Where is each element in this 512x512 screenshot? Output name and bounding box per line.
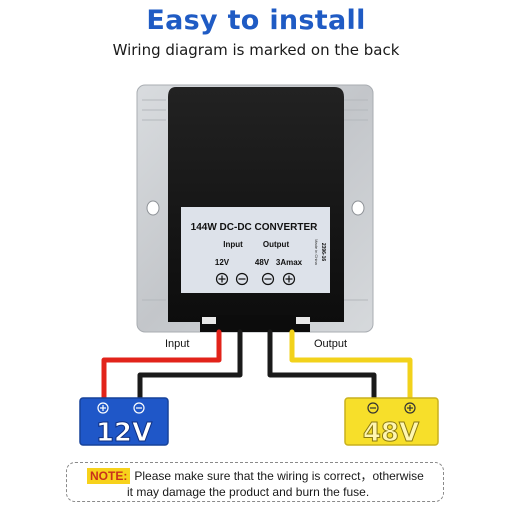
battery-12v-minus-icon bbox=[133, 402, 145, 414]
label-output-current: 3Amax bbox=[276, 258, 303, 267]
battery-48v-minus-icon bbox=[367, 402, 379, 414]
battery-12v-label: 12V bbox=[96, 418, 152, 448]
label-input-heading: Input bbox=[223, 240, 243, 249]
battery-12v-plus-icon bbox=[97, 402, 109, 414]
battery-12v bbox=[79, 397, 169, 446]
label-plus-icon bbox=[215, 272, 229, 286]
cable-gland bbox=[200, 315, 310, 332]
mounting-hole-right bbox=[351, 200, 365, 216]
label-output-voltage: 48V bbox=[255, 258, 270, 267]
label-input-voltage: 12V bbox=[215, 258, 230, 267]
wire-input-label: Input bbox=[165, 338, 189, 350]
wire-output-negative bbox=[267, 329, 377, 401]
page-title: Easy to install bbox=[146, 5, 366, 36]
mounting-hole-left bbox=[146, 200, 160, 216]
wire-input-negative bbox=[137, 329, 243, 401]
wires bbox=[101, 329, 413, 401]
label-side-code: 2396-16 bbox=[320, 243, 326, 262]
label-plus-icon bbox=[282, 272, 296, 286]
label-minus-icon bbox=[235, 272, 249, 286]
note-line-2: it may damage the product and burn the f… bbox=[127, 485, 370, 499]
note-box: NOTE:Please make sure that the wiring is… bbox=[66, 462, 444, 502]
label-title: 144W DC-DC CONVERTER bbox=[191, 222, 318, 233]
label-side-text: Made in China bbox=[314, 239, 319, 266]
battery-48v-label: 48V bbox=[363, 418, 419, 448]
label-minus-icon bbox=[261, 272, 275, 286]
gland-tab-right bbox=[296, 317, 310, 324]
note-line-1: Please make sure that the wiring is corr… bbox=[134, 469, 424, 483]
gland-tab-left bbox=[202, 317, 216, 324]
battery-48v-plus-icon bbox=[404, 402, 416, 414]
page-subtitle: Wiring diagram is marked on the back bbox=[112, 41, 400, 59]
plate-ribs bbox=[142, 99, 368, 301]
label-output-heading: Output bbox=[263, 240, 290, 249]
wire-output-positive bbox=[289, 329, 413, 401]
wire-output-label: Output bbox=[314, 338, 347, 350]
note-tag: NOTE: bbox=[87, 468, 131, 484]
converter-label bbox=[181, 207, 330, 293]
wire-input-positive bbox=[101, 329, 222, 401]
